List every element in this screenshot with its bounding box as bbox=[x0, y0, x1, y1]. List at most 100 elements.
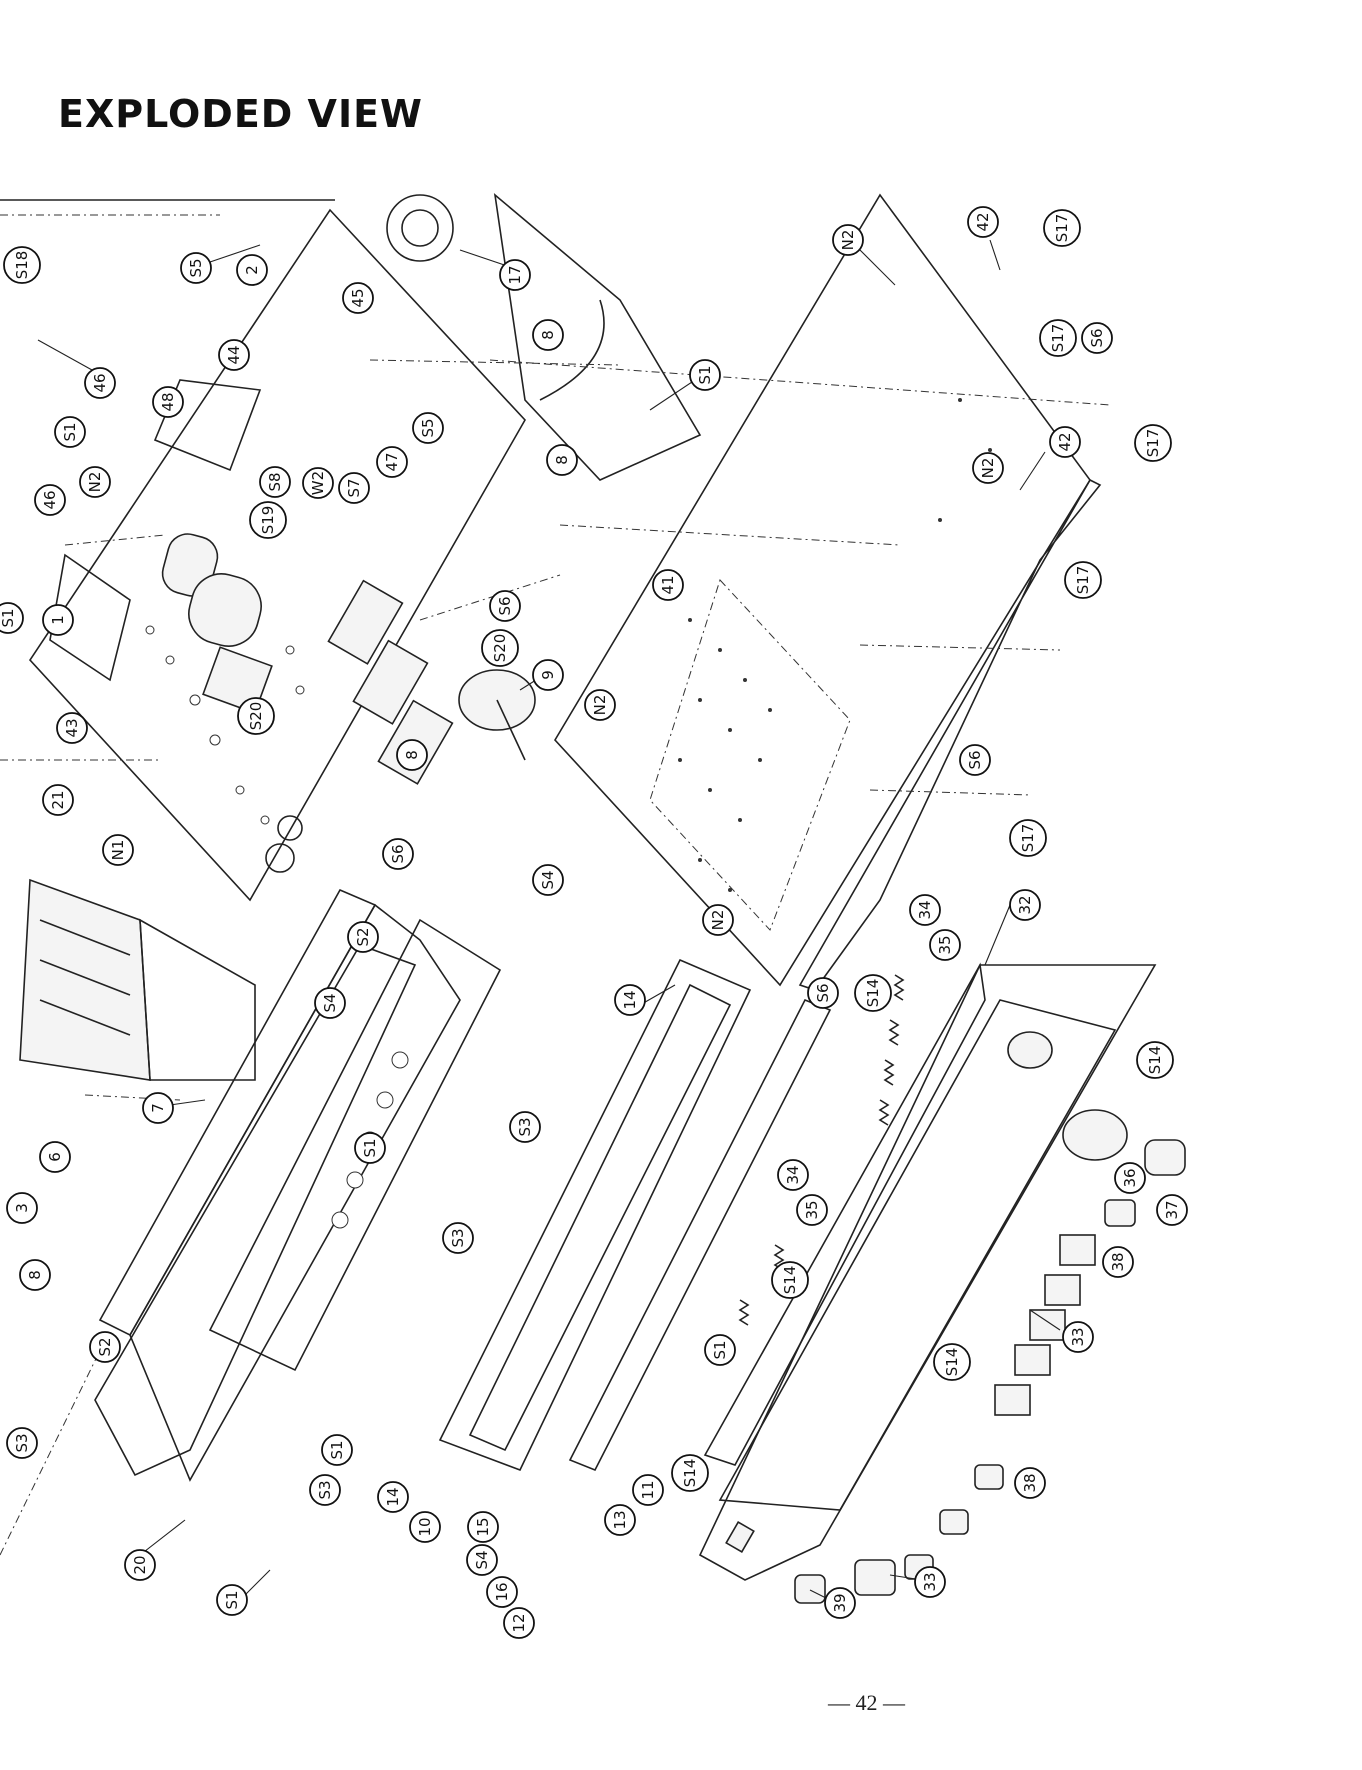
callout-label: S2 bbox=[354, 927, 372, 946]
callout-label: 13 bbox=[611, 1510, 629, 1529]
callout-label: S17 bbox=[1019, 824, 1037, 853]
part-callout: 46 bbox=[35, 485, 65, 515]
part-callout: S17 bbox=[1065, 562, 1101, 598]
callout-label: S5 bbox=[419, 418, 437, 437]
part-callout: S1 bbox=[217, 1585, 247, 1615]
potentiometer-row bbox=[266, 581, 535, 872]
callout-label: N2 bbox=[979, 458, 997, 479]
callout-label: 20 bbox=[131, 1555, 149, 1574]
part-callout: S4 bbox=[315, 988, 345, 1018]
callout-label: 48 bbox=[159, 392, 177, 411]
callout-label: 2 bbox=[243, 265, 261, 275]
part-callout: 7 bbox=[143, 1093, 173, 1123]
part-callout: 6 bbox=[40, 1142, 70, 1172]
callout-label: 3 bbox=[13, 1203, 31, 1213]
callout-label: 7 bbox=[149, 1103, 167, 1113]
callout-label: S1 bbox=[0, 608, 17, 627]
callout-label: 43 bbox=[63, 718, 81, 737]
callout-label: N2 bbox=[709, 910, 727, 931]
part-callout: S20 bbox=[482, 630, 518, 666]
part-callout: 8 bbox=[20, 1260, 50, 1290]
callout-label: S6 bbox=[389, 844, 407, 863]
part-callout: 8 bbox=[547, 445, 577, 475]
part-callout: N2 bbox=[833, 225, 863, 255]
part-callout: 34 bbox=[910, 895, 940, 925]
top-cover-plate bbox=[555, 195, 1100, 990]
callout-label: S1 bbox=[328, 1440, 346, 1459]
callout-label: S6 bbox=[966, 750, 984, 769]
part-callout: S2 bbox=[348, 922, 378, 952]
callout-label: 21 bbox=[49, 790, 67, 809]
part-callout: 33 bbox=[915, 1567, 945, 1597]
part-callout: S6 bbox=[383, 839, 413, 869]
callout-label: S3 bbox=[449, 1228, 467, 1247]
callout-label: 38 bbox=[1109, 1252, 1127, 1271]
part-callout: 15 bbox=[468, 1512, 498, 1542]
part-callout: 38 bbox=[1103, 1247, 1133, 1277]
callout-label: S1 bbox=[61, 422, 79, 441]
part-callout: S4 bbox=[467, 1545, 497, 1575]
part-callout: 2 bbox=[237, 255, 267, 285]
callout-label: S1 bbox=[361, 1138, 379, 1157]
part-callout: 42 bbox=[1050, 427, 1080, 457]
part-callout: S1 bbox=[322, 1435, 352, 1465]
part-callout: 38 bbox=[1015, 1468, 1045, 1498]
callout-label: 42 bbox=[1056, 432, 1074, 451]
callout-label: S17 bbox=[1053, 214, 1071, 243]
part-callout: S20 bbox=[238, 698, 274, 734]
part-callout: 43 bbox=[57, 713, 87, 743]
callout-label: S20 bbox=[491, 634, 509, 663]
callout-label: S18 bbox=[13, 251, 31, 280]
part-callout: S14 bbox=[855, 975, 891, 1011]
part-callout: N2 bbox=[80, 467, 110, 497]
callout-label: 35 bbox=[803, 1200, 821, 1219]
part-callout: S17 bbox=[1135, 425, 1171, 461]
part-callout: 13 bbox=[605, 1505, 635, 1535]
part-callout: S6 bbox=[808, 978, 838, 1008]
part-callout: 44 bbox=[219, 340, 249, 370]
callout-label: 38 bbox=[1021, 1473, 1039, 1492]
callout-label: S14 bbox=[943, 1348, 961, 1377]
callout-label: 45 bbox=[349, 288, 367, 307]
part-callout: S18 bbox=[4, 247, 40, 283]
callout-label: 8 bbox=[403, 750, 421, 760]
part-callout: S2 bbox=[90, 1332, 120, 1362]
part-callout: S6 bbox=[1082, 323, 1112, 353]
callout-label: S19 bbox=[259, 506, 277, 535]
callout-label: S4 bbox=[539, 870, 557, 889]
callout-label: 35 bbox=[936, 935, 954, 954]
part-callout: 47 bbox=[377, 447, 407, 477]
callout-label: 42 bbox=[974, 212, 992, 231]
part-callout: S5 bbox=[181, 253, 211, 283]
part-callout: 21 bbox=[43, 785, 73, 815]
callout-label: S1 bbox=[711, 1340, 729, 1359]
part-callout: 10 bbox=[410, 1512, 440, 1542]
part-callout: S6 bbox=[960, 745, 990, 775]
part-callout: S14 bbox=[772, 1262, 808, 1298]
part-callout: S14 bbox=[1137, 1042, 1173, 1078]
part-callout: 8 bbox=[397, 740, 427, 770]
callout-label: 6 bbox=[46, 1152, 64, 1162]
callout-label: S6 bbox=[814, 983, 832, 1002]
part-callout: S19 bbox=[250, 502, 286, 538]
callout-label: 46 bbox=[41, 490, 59, 509]
part-callout: 35 bbox=[930, 930, 960, 960]
callout-label: S3 bbox=[516, 1117, 534, 1136]
callout-label: 16 bbox=[493, 1582, 511, 1601]
callout-label: 12 bbox=[510, 1613, 528, 1632]
callout-label: S6 bbox=[496, 596, 514, 615]
callout-label: S1 bbox=[223, 1590, 241, 1609]
page-number: — 42 — bbox=[828, 1690, 905, 1716]
callout-label: S14 bbox=[681, 1459, 699, 1488]
callout-label: S3 bbox=[316, 1480, 334, 1499]
callout-label: 34 bbox=[916, 900, 934, 919]
part-callout: N2 bbox=[973, 453, 1003, 483]
part-callout: S3 bbox=[443, 1223, 473, 1253]
part-callout: S1 bbox=[0, 603, 23, 633]
cover-vent-holes bbox=[678, 398, 992, 892]
callout-label: 33 bbox=[1069, 1327, 1087, 1346]
callout-label: 44 bbox=[225, 345, 243, 364]
part-callout: 39 bbox=[825, 1588, 855, 1618]
callout-label: S4 bbox=[473, 1550, 491, 1569]
callout-label: 15 bbox=[474, 1517, 492, 1536]
